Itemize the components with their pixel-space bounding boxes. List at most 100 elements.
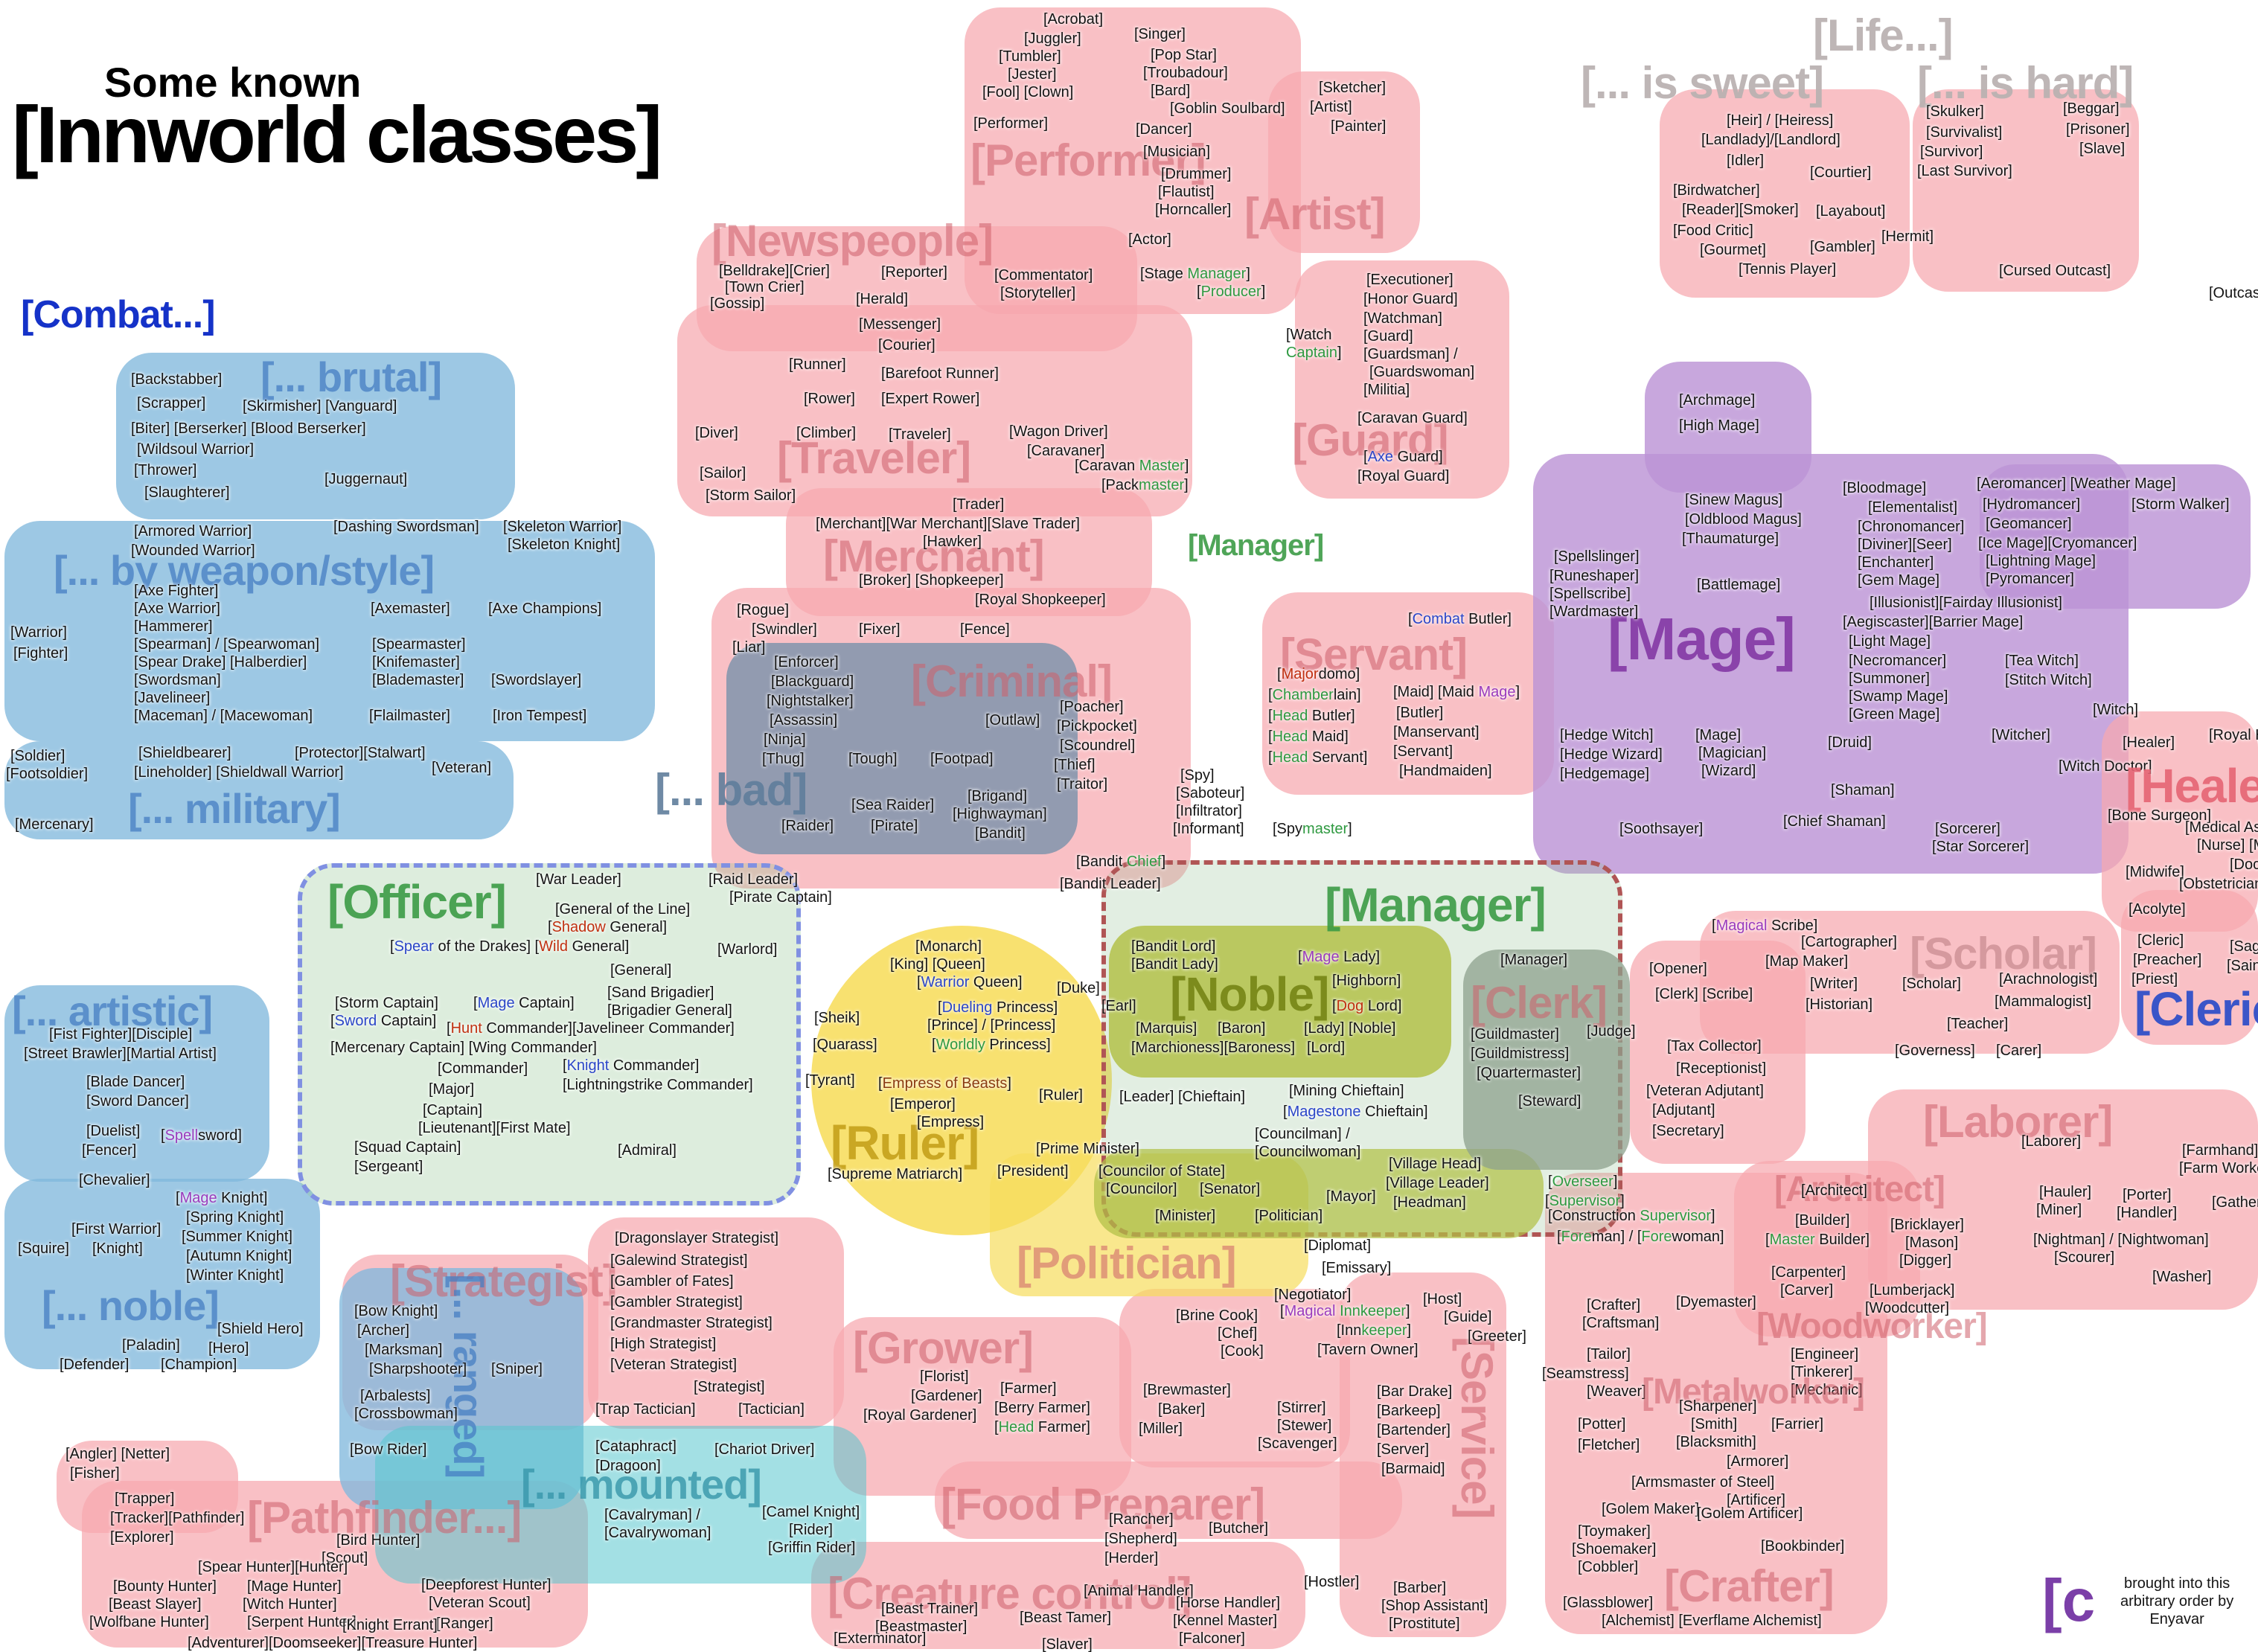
class-item: [Miller] xyxy=(1139,1421,1183,1438)
class-item: [Shepherd] xyxy=(1104,1531,1177,1548)
officer-label: [Officer] xyxy=(327,875,507,929)
class-item: [Construction Supervisor] xyxy=(1548,1208,1715,1225)
class-item: [Shieldbearer] xyxy=(138,746,231,762)
class-item: [Alchemist] [Everflame Alchemist] xyxy=(1602,1613,1822,1630)
class-item: [Thaumaturge] xyxy=(1682,531,1779,548)
pathfinder-bubble xyxy=(57,1441,238,1533)
class-item: [Oldblood Magus] xyxy=(1685,512,1802,528)
class-item: [Mage Captain] xyxy=(473,996,575,1012)
class-item: [Wagon Driver] xyxy=(1009,424,1108,441)
class-item: [Florist] xyxy=(920,1369,969,1386)
class-item: [Adventurer][Doomseeker][Treasure Hunter… xyxy=(188,1636,478,1652)
class-item: [Manservant] xyxy=(1393,725,1480,741)
class-item: [Animal Handler] xyxy=(1084,1584,1194,1600)
class-item: [Packmaster] xyxy=(1101,478,1189,494)
class-item: [Engineer] xyxy=(1791,1347,1859,1363)
class-item: [Farm Worker] xyxy=(2179,1161,2258,1177)
class-item: [Chamberlain] xyxy=(1268,688,1361,704)
class-item: [Marksman] xyxy=(365,1342,443,1359)
class-item: [Raid Leader] xyxy=(709,872,799,889)
artistic-bubble xyxy=(4,985,269,1182)
class-item: [Bard] xyxy=(1151,83,1191,100)
class-item: [Spear Drake] [Halberdier] xyxy=(134,655,307,671)
class-item: [Saboteur] xyxy=(1176,786,1245,802)
class-item: [Sheik] xyxy=(814,1011,860,1027)
class-item: [Serpent Hunter] xyxy=(247,1615,356,1631)
class-item: [Beastmaster] xyxy=(875,1619,968,1636)
class-item: [Cobbler] xyxy=(1578,1560,1639,1576)
class-item: [Writer] xyxy=(1810,976,1858,993)
class-item: [Cursed Outcast] xyxy=(1999,263,2111,280)
class-item: [Carer] xyxy=(1996,1043,2042,1060)
class-item: [Trapper] xyxy=(115,1491,175,1508)
class-item: [Village Leader] xyxy=(1386,1176,1489,1192)
class-item: [Reader][Smoker] xyxy=(1682,202,1799,219)
class-item: [Clerk] [Scribe] xyxy=(1655,987,1753,1003)
class-item: [Woodcutter] xyxy=(1865,1301,1950,1317)
class-item: [Protector][Stalwart] xyxy=(295,746,426,762)
class-item: [Mammalogist] xyxy=(1995,994,2092,1011)
class-item: [Artificer] xyxy=(1727,1493,1785,1509)
class-item: [Defender] xyxy=(60,1357,129,1374)
class-item: [Guardswoman] xyxy=(1369,365,1475,381)
life-bubble xyxy=(1913,89,2139,292)
class-item: [Spy] xyxy=(1180,768,1215,784)
class-item: [Griffin Rider] xyxy=(768,1540,856,1557)
class-item: [Last Survivor] xyxy=(1917,164,2012,180)
class-item: [Tough] xyxy=(848,752,898,768)
class-item: [Warrior] xyxy=(10,625,67,641)
class-item: [Cartographer] xyxy=(1801,935,1897,951)
class-item: [Enchanter] xyxy=(1858,555,1934,572)
class-item: [Brine Cook] xyxy=(1176,1308,1258,1325)
traveler-label: [Traveler] xyxy=(777,435,971,484)
class-item: [Sorcerer] xyxy=(1935,822,2000,838)
class-item: [Bandit] xyxy=(975,826,1026,842)
class-item: [Royal Guard] xyxy=(1357,469,1450,485)
weapon-style-bubble xyxy=(4,521,655,741)
class-item: [Veteran] xyxy=(432,761,492,777)
credit-text: brought into this arbitrary order by Eny… xyxy=(2120,1575,2234,1627)
class-item: [Hostler] xyxy=(1304,1575,1360,1591)
class-item: [Washer] xyxy=(2152,1270,2212,1286)
class-item: [Swindler] xyxy=(752,622,817,638)
class-item: [Teacher] xyxy=(1947,1017,2009,1033)
bad-bubble xyxy=(726,643,1078,854)
class-item: [Watchman] xyxy=(1363,311,1442,327)
class-item: [Worldly Princess] xyxy=(932,1037,1051,1054)
class-item: [Head Farmer] xyxy=(994,1420,1090,1436)
class-item: [Scourer] xyxy=(2054,1250,2115,1267)
artist-label: [Artist] xyxy=(1244,191,1386,240)
class-item: [Infiltrator] xyxy=(1176,804,1242,820)
class-item: [Lady] [Noble] xyxy=(1304,1021,1396,1037)
class-item: [Tumbler] xyxy=(999,49,1061,65)
class-item: [Sailor] xyxy=(700,466,746,482)
class-item: [Outlaw] xyxy=(985,713,1040,729)
class-item: [Climber] xyxy=(796,426,857,442)
class-item: [Guard] xyxy=(1363,329,1413,345)
class-item: [Handler] xyxy=(2117,1206,2178,1222)
class-item: [Witch Doctor] xyxy=(2059,759,2152,775)
class-item: [Producer] xyxy=(1197,284,1266,301)
class-item: [King] [Queen] xyxy=(890,957,985,973)
class-item: [Mayor] xyxy=(1326,1189,1376,1206)
class-item: [Mage Lady] xyxy=(1298,950,1381,966)
food-preparer-label: [Food Preparer] xyxy=(941,1481,1265,1530)
class-item: [Magician] xyxy=(1698,746,1767,762)
class-item: [Caravan Guard] xyxy=(1357,411,1468,427)
class-item: [Chronomancer] xyxy=(1858,519,1965,536)
class-item: [Duelist] xyxy=(86,1124,141,1140)
class-item: [Mercenary] xyxy=(15,817,94,833)
mage-bubble xyxy=(1980,464,2251,609)
class-item: [Assassin] xyxy=(770,713,838,729)
class-item: [Arachnologist] xyxy=(1999,972,2098,988)
cleric-bubble xyxy=(2121,890,2258,1045)
class-item: [Dragonslayer Strategist] xyxy=(615,1231,779,1247)
class-item: [Bow Rider] xyxy=(350,1442,427,1459)
class-item: [Fence] xyxy=(960,622,1010,638)
class-item: [Diplomat] xyxy=(1304,1238,1372,1255)
class-item: [Stitch Witch] xyxy=(2005,673,2092,689)
class-item: [Mage Hunter] xyxy=(247,1579,342,1595)
artist-bubble xyxy=(1268,71,1420,253)
class-item: [Mercenary Captain] [Wing Commander] xyxy=(330,1040,597,1057)
guard-bubble xyxy=(1295,260,1509,499)
